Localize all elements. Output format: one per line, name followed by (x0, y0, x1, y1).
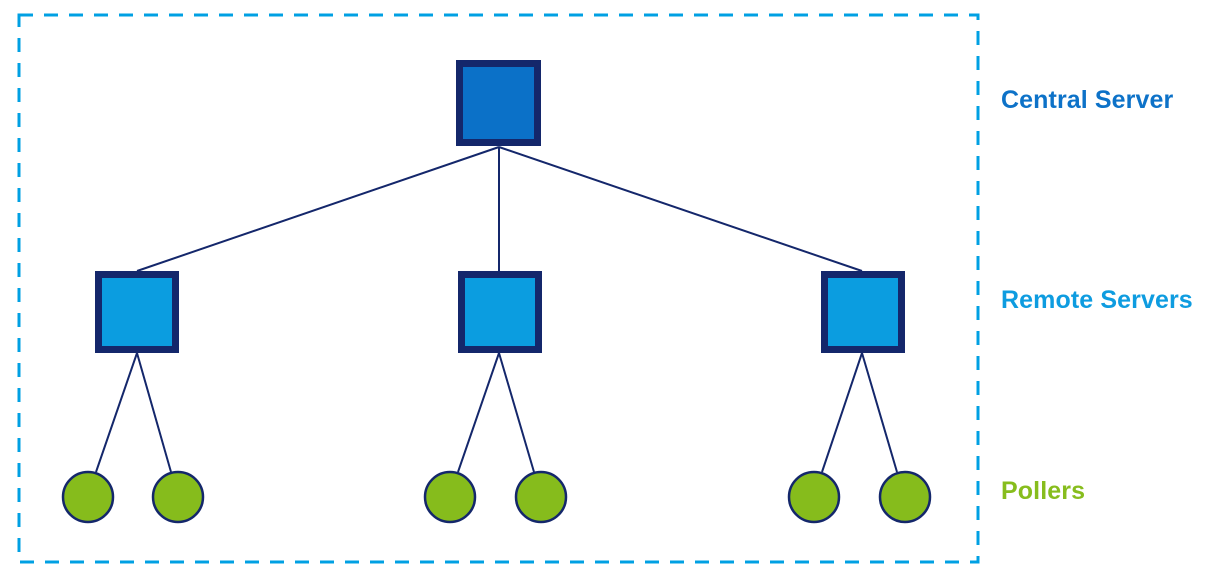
link-remote-3-to-poller-6 (861, 352, 898, 473)
remote-server-node-group (95, 271, 905, 353)
connector-group-remote-to-pollers (95, 352, 898, 473)
deployment-boundary-rect (17, 13, 980, 564)
central-server-node[interactable] (456, 60, 541, 146)
poller-node-4[interactable] (514, 470, 568, 524)
remote-server-node-3[interactable] (821, 271, 905, 353)
central-server-node-group (456, 60, 541, 146)
remote-server-node-1[interactable] (95, 271, 179, 353)
link-remote-2-to-poller-4 (498, 352, 535, 473)
link-central-to-remote-3 (498, 146, 863, 272)
remote-server-node-2[interactable] (458, 271, 542, 353)
tier-label-remote-servers: Remote Servers (1001, 286, 1193, 314)
link-remote-2-to-poller-3 (457, 352, 500, 473)
poller-node-3[interactable] (423, 470, 477, 524)
poller-node-2[interactable] (151, 470, 205, 524)
poller-node-6[interactable] (878, 470, 932, 524)
poller-node-5[interactable] (787, 470, 841, 524)
link-remote-1-to-poller-1 (95, 352, 138, 473)
tier-label-pollers: Pollers (1001, 477, 1086, 505)
tier-label-central-server: Central Server (1001, 86, 1174, 114)
poller-node-group (61, 470, 932, 524)
link-remote-3-to-poller-5 (821, 352, 863, 473)
link-remote-1-to-poller-2 (136, 352, 172, 473)
link-central-to-remote-1 (136, 146, 500, 272)
poller-node-1[interactable] (61, 470, 115, 524)
connector-group-central-to-remote (136, 146, 863, 272)
